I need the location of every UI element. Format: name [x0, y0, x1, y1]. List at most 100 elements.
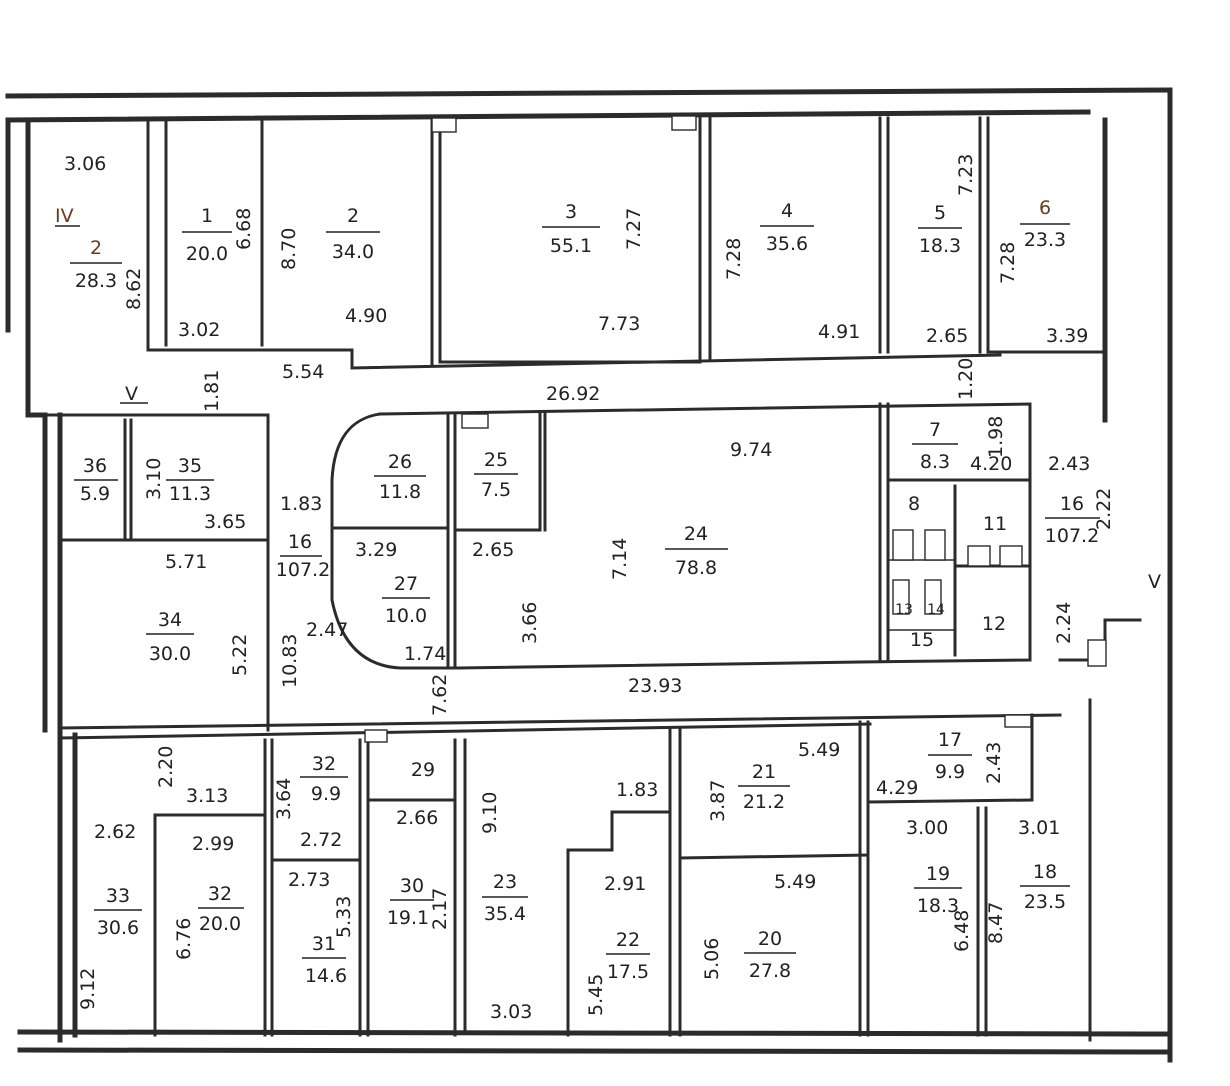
section-mark: IV: [55, 205, 74, 227]
room-area: 21.2: [743, 791, 785, 813]
room-area: 30.0: [149, 643, 191, 665]
dimension-label: 3.13: [186, 785, 228, 807]
dimension-label: 5.54: [282, 361, 324, 383]
room-number: 25: [484, 449, 508, 471]
dimension-label: 3.03: [490, 1001, 532, 1023]
dimension-label: 4.20: [970, 453, 1012, 475]
room-number: 16: [288, 531, 312, 553]
dimension-label: 5.45: [585, 974, 607, 1016]
room-area: 19.1: [387, 907, 429, 929]
room-number: 5: [934, 202, 946, 224]
room-area: 78.8: [675, 557, 717, 579]
room-area: 23.3: [1024, 229, 1066, 251]
room-area: 9.9: [935, 761, 965, 783]
dimension-label: 2.20: [155, 746, 177, 788]
room-number: 15: [910, 629, 934, 651]
room-number: 17: [938, 729, 962, 751]
room-number: 23: [493, 871, 517, 893]
dimension-label: 7.28: [723, 238, 745, 280]
dimension-label: 6.76: [173, 918, 195, 960]
room-area: 18.3: [917, 895, 959, 917]
dimension-label: 10.83: [279, 634, 301, 688]
dimension-label: 3.64: [273, 778, 295, 820]
room-number: 27: [394, 573, 418, 595]
dimension-label: 9.12: [77, 968, 99, 1010]
room-area: 17.5: [607, 961, 649, 983]
room-number: 6: [1039, 197, 1051, 219]
room-area: 10.0: [385, 605, 427, 627]
dimension-label: 1.74: [404, 643, 446, 665]
dimension-label: 7.28: [997, 242, 1019, 284]
dimension-label: 2.43: [1048, 453, 1090, 475]
room-number: 31: [312, 933, 336, 955]
dimension-label: 8.47: [985, 902, 1007, 944]
room-number: 16: [1060, 493, 1084, 515]
dimension-label: 26.92: [546, 383, 600, 405]
room-area: 107.2: [276, 559, 330, 581]
dimension-label: 5.06: [701, 938, 723, 980]
room-number: 22: [616, 929, 640, 951]
room-area: 11.8: [379, 481, 421, 503]
dimension-label: 8.70: [278, 228, 300, 270]
dimension-label: 5.49: [774, 871, 816, 893]
room-number: 20: [758, 928, 782, 950]
dimension-label: 9.10: [479, 792, 501, 834]
room-number: 21: [752, 761, 776, 783]
room-number: 35: [178, 455, 202, 477]
room-number: 11: [983, 513, 1007, 535]
dimension-label: 2.66: [396, 807, 438, 829]
room-number: 2: [347, 205, 359, 227]
dimension-label: 2.62: [94, 821, 136, 843]
room-number: 32: [312, 753, 336, 775]
dimension-label: 1.81: [201, 370, 223, 412]
room-area: 11.3: [169, 483, 211, 505]
dimension-label: 6.48: [951, 910, 973, 952]
room-number: 29: [411, 759, 435, 781]
dimension-label: 7.27: [623, 208, 645, 250]
dimension-label: 3.29: [355, 539, 397, 561]
dimension-label: 2.73: [288, 869, 330, 891]
room-number: 26: [388, 451, 412, 473]
dimension-label: 2.47: [306, 619, 348, 641]
section-mark: V: [125, 383, 138, 405]
dimension-label: 3.39: [1046, 325, 1088, 347]
room-area: 27.8: [749, 960, 791, 982]
room-number: 8: [908, 493, 920, 515]
room-area: 28.3: [75, 270, 117, 292]
dimension-label: 3.66: [519, 602, 541, 644]
room-area: 20.0: [199, 913, 241, 935]
dimension-label: 8.62: [123, 268, 145, 310]
dimension-label: 7.62: [429, 674, 451, 716]
room-area: 14.6: [305, 965, 347, 987]
dimension-label: 1.98: [985, 416, 1007, 458]
column-marks: [364, 115, 1107, 743]
dimension-label: 1.20: [955, 358, 977, 400]
sanitary-fixtures: [892, 529, 1023, 615]
room-area: 55.1: [550, 235, 592, 257]
room-number: 4: [781, 200, 793, 222]
room-area: 7.5: [481, 479, 511, 501]
dimension-label: 2.72: [300, 829, 342, 851]
room-area: 5.9: [80, 483, 110, 505]
dimension-label: 3.06: [64, 153, 106, 175]
dimension-label: 7.14: [609, 538, 631, 580]
room-number: 33: [106, 885, 130, 907]
room-area: 30.6: [97, 917, 139, 939]
dimension-label: 3.02: [178, 319, 220, 341]
room-area: 34.0: [332, 241, 374, 263]
room-number: 7: [929, 419, 941, 441]
room-labels: 1 20.0 2 34.0 2 28.3 3 55.1 4 35.6 5 18.…: [70, 197, 1100, 987]
room-number: 19: [926, 863, 950, 885]
dimension-label: 1.83: [616, 779, 658, 801]
outer-walls: [5, 87, 1173, 1063]
dimension-label: 23.93: [628, 675, 682, 697]
top-row-walls: [26, 116, 1107, 417]
dimension-label: 3.10: [143, 458, 165, 500]
room-area: 35.6: [766, 233, 808, 255]
room-area: 18.3: [919, 235, 961, 257]
room-number: 3: [565, 201, 577, 223]
dimension-label: 7.23: [955, 154, 977, 196]
dimension-label: 5.22: [229, 634, 251, 676]
room-area: 20.0: [186, 243, 228, 265]
